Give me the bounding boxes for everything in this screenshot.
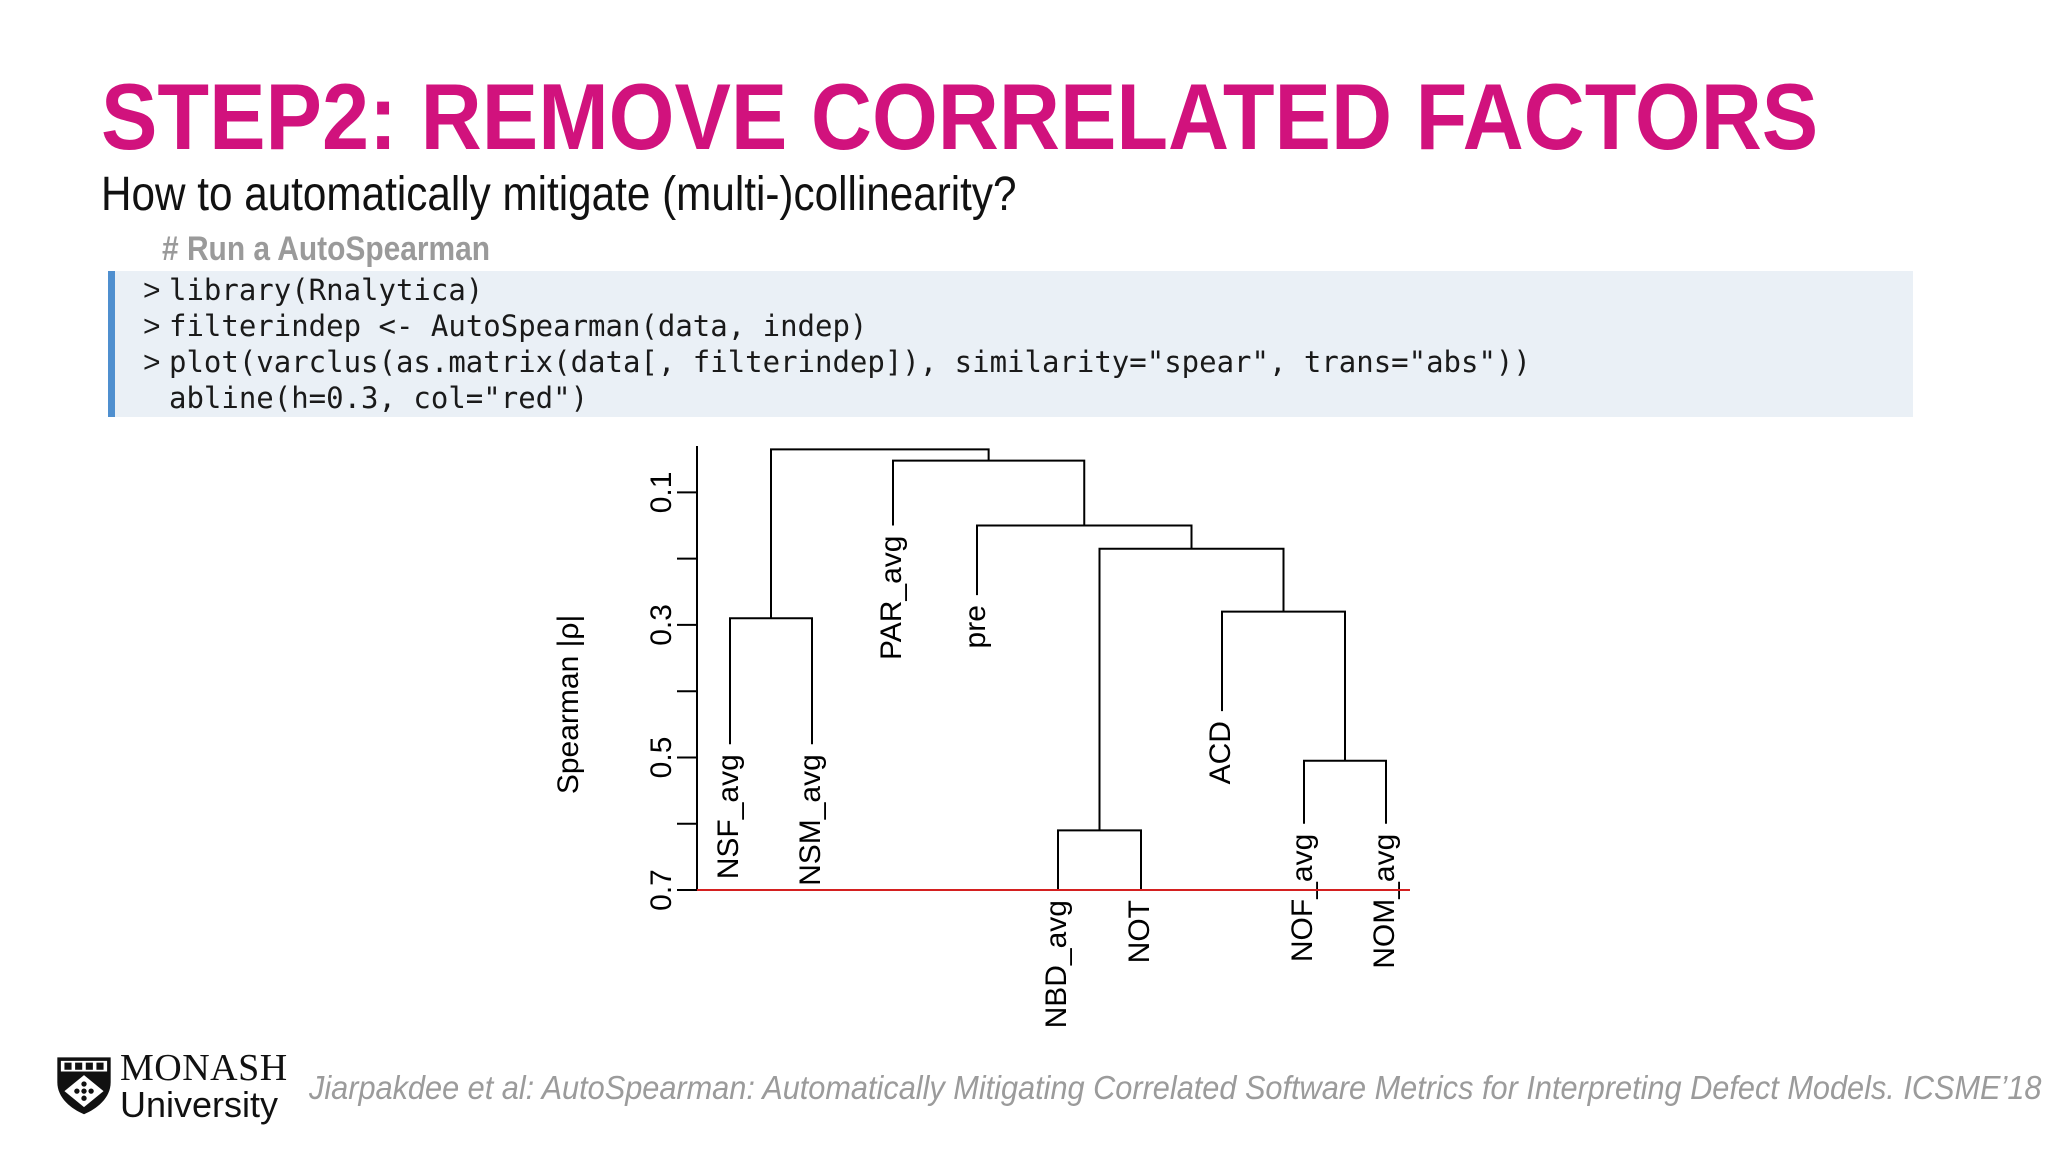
dendrogram-merge (729, 617, 813, 745)
logo-text-university: University (120, 1084, 279, 1125)
leaf-label: NBD_avg (1040, 900, 1073, 1028)
dendrogram-merge (976, 524, 1193, 596)
code-text: library(Rnalytica) (169, 273, 484, 307)
y-tick-label: 0.7 (645, 869, 678, 911)
code-block: >library(Rnalytica) >filterindep <- Auto… (108, 271, 1913, 417)
code-prompt: > (143, 346, 161, 379)
leaf-label: ACD (1204, 721, 1237, 784)
dendrogram-merge (1303, 759, 1387, 824)
dendrogram-merge (1057, 829, 1142, 890)
leaf-label: NOT (1123, 900, 1156, 963)
code-line-2: >filterindep <- AutoSpearman(data, indep… (143, 308, 867, 345)
code-text: filterindep <- AutoSpearman(data, indep) (169, 309, 868, 343)
monash-crest-icon (57, 1057, 111, 1115)
code-line-4: abline(h=0.3, col="red") (143, 380, 588, 417)
logo-text-monash: MONASH (120, 1047, 288, 1089)
leaf-label: pre (959, 605, 992, 648)
dendrogram-tree (729, 448, 1387, 890)
code-prompt: > (143, 274, 161, 307)
code-line-1: >library(Rnalytica) (143, 272, 483, 309)
leaf-label: NSF_avg (712, 754, 745, 879)
leaf-label: NOM_avg (1368, 834, 1401, 969)
y-axis: 0.1 0.3 0.5 0.7 (645, 446, 698, 911)
y-tick-label: 0.5 (645, 737, 678, 779)
code-text: plot(varclus(as.matrix(data[, filterinde… (169, 345, 1531, 379)
slide-title: STEP2: REMOVE CORRELATED FACTORS (101, 64, 1819, 169)
y-tick-label: 0.3 (645, 604, 678, 646)
code-prompt: > (143, 310, 161, 343)
dendrogram-merge (892, 459, 1086, 526)
citation: Jiarpakdee et al: AutoSpearman: Automati… (309, 1069, 2042, 1106)
code-comment: # Run a AutoSpearman (162, 230, 491, 268)
y-axis-label: Spearman |ρ| (552, 615, 585, 794)
code-text: abline(h=0.3, col="red") (169, 381, 589, 415)
y-tick-label: 0.1 (645, 472, 678, 514)
dendrogram-merge (1098, 547, 1285, 831)
leaf-label: NSM_avg (794, 754, 827, 886)
dendrogram-merge (770, 448, 990, 619)
leaf-label: NOF_avg (1286, 834, 1319, 962)
dendrogram-merge (1221, 610, 1346, 761)
slide-subtitle: How to automatically mitigate (multi-)co… (101, 168, 1017, 221)
leaf-label: PAR_avg (875, 536, 908, 661)
code-line-3: >plot(varclus(as.matrix(data[, filterind… (143, 344, 1531, 381)
